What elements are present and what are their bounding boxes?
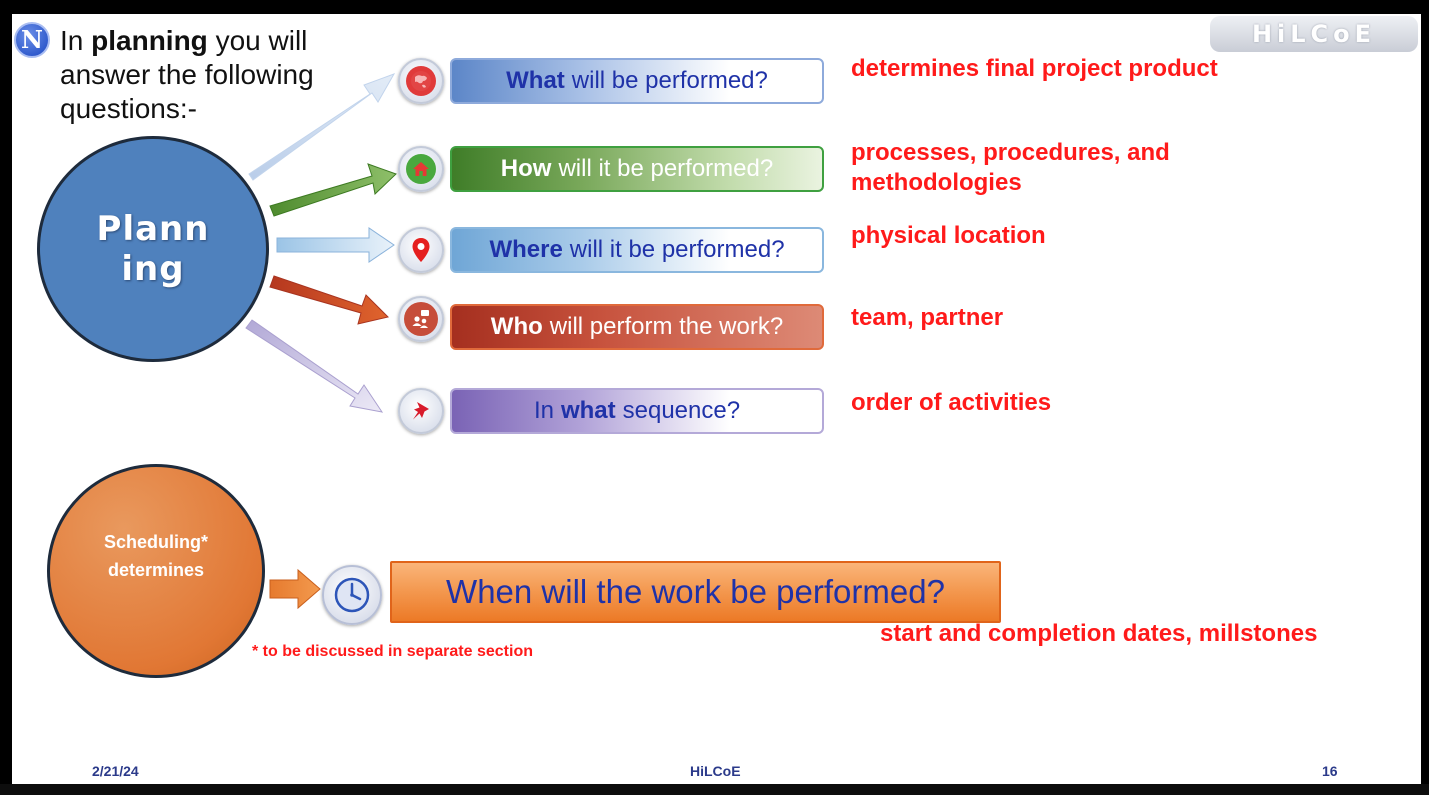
question-when: When will the work be performed? — [390, 561, 1001, 623]
planning-label: Plann ing — [96, 209, 210, 289]
slide: N HiLCoE In planning you will answer the… — [12, 14, 1421, 784]
arrow-sequence — [245, 319, 384, 413]
question-sequence: In what sequence? — [450, 388, 824, 434]
intro-suffix: you will answer the following questions:… — [60, 25, 314, 124]
answer-when: start and completion dates, millstones — [880, 620, 1318, 647]
footnote: * to be discussed in separate section — [252, 643, 533, 660]
answer-what: determines final project product — [851, 55, 1218, 82]
connector-arrows — [245, 73, 397, 610]
question-how: How will it be performed? — [450, 146, 824, 192]
answer-sequence: order of activities — [851, 389, 1052, 416]
question-how-bold: How — [500, 155, 552, 182]
question-sequence-rest: sequence? — [622, 397, 741, 424]
home-icon — [398, 146, 444, 192]
pushpin-icon — [398, 388, 444, 434]
n-logo-icon: N — [14, 22, 50, 58]
clock-icon — [322, 565, 382, 625]
map-pin-icon — [398, 227, 444, 273]
window-bottom-bar — [0, 784, 1429, 795]
answer-where: physical location — [851, 222, 1046, 249]
footer-org: HiLCoE — [690, 763, 741, 779]
arrow-where — [276, 227, 395, 263]
answer-how: processes, procedures, and methodologies — [851, 139, 1170, 196]
question-where: Where will it be performed? — [450, 227, 824, 273]
intro-text: In planning you will answer the followin… — [60, 24, 350, 126]
planning-circle: Plann ing — [37, 136, 269, 362]
question-what-bold: What — [506, 67, 565, 94]
question-who: Who will perform the work? — [450, 304, 824, 350]
team-chat-icon — [398, 296, 444, 342]
question-who-bold: Who — [490, 313, 543, 340]
question-where-bold: Where — [489, 236, 563, 263]
question-what-rest: will be performed? — [571, 67, 768, 94]
question-how-rest: will it be performed? — [558, 155, 774, 182]
arrow-what — [248, 73, 396, 181]
intro-bold: planning — [91, 25, 208, 56]
arrow-how — [269, 163, 397, 217]
question-where-rest: will it be performed? — [569, 236, 785, 263]
globe-asia-icon — [398, 58, 444, 104]
hilcoe-logo: HiLCoE — [1210, 16, 1418, 52]
scheduling-label: Scheduling* determines — [103, 532, 208, 580]
scheduling-circle: Scheduling* determines — [47, 464, 265, 678]
footer-date: 2/21/24 — [92, 763, 139, 779]
footer-page-number: 16 — [1322, 763, 1338, 779]
arrow-scheduling — [269, 568, 321, 610]
question-what: What will be performed? — [450, 58, 824, 104]
question-who-rest: will perform the work? — [549, 313, 784, 340]
arrow-who — [269, 275, 389, 325]
intro-prefix: In — [60, 25, 84, 56]
question-sequence-bold: what — [560, 397, 616, 424]
answer-who: team, partner — [851, 304, 1004, 331]
question-sequence-prefix: In — [533, 397, 554, 424]
